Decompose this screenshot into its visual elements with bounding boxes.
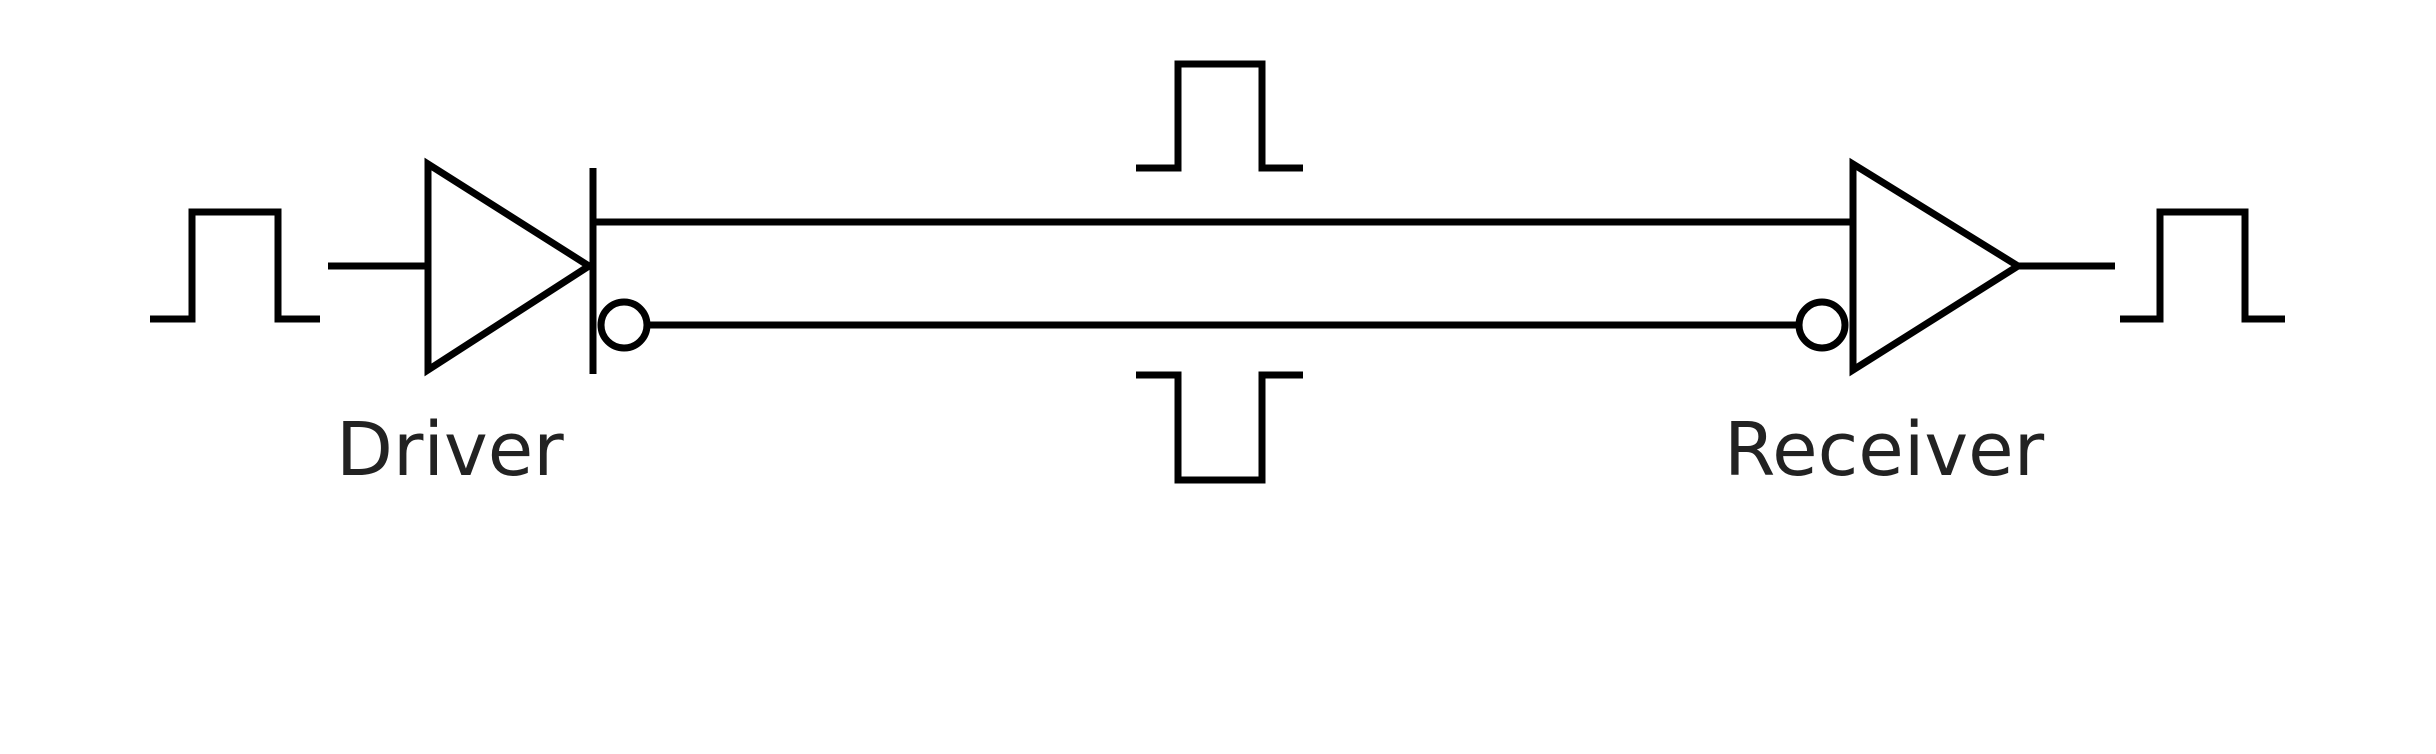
driver-label: Driver bbox=[336, 407, 564, 493]
driver-buffer-symbol bbox=[424, 157, 596, 377]
receiver-inverting-bubble bbox=[1795, 298, 1849, 352]
inverted-pulse-waveform bbox=[1136, 371, 1303, 484]
output-pulse-waveform bbox=[2120, 208, 2285, 323]
receiver-buffer-symbol bbox=[1849, 157, 2025, 377]
driver-inverting-bubble bbox=[597, 298, 651, 352]
input-pulse-waveform bbox=[150, 208, 320, 323]
non-inverted-pulse-waveform bbox=[1136, 60, 1303, 172]
receiver-label: Receiver bbox=[1724, 407, 2045, 493]
